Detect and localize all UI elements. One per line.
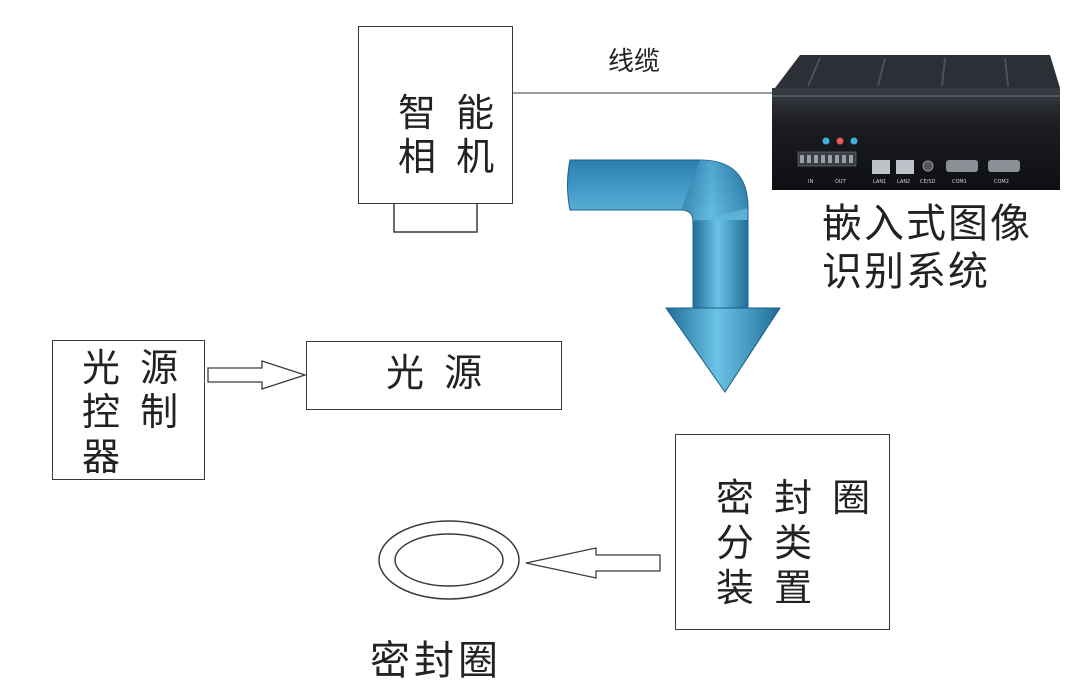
camera-box <box>358 26 513 204</box>
light-controller-box <box>52 340 205 480</box>
sorting-device-label: 密 封 圈 分 类 装 置 <box>716 476 875 610</box>
embedded-system-label: 嵌入式图像 识别系统 <box>822 201 1032 295</box>
camera-label: 智 能 相 机 <box>398 91 499 179</box>
seal-ring-inner <box>394 533 504 587</box>
arrow-controller-to-light <box>207 360 308 390</box>
svg-text:IN: IN <box>808 179 813 185</box>
flow-arrow <box>567 159 781 393</box>
svg-text:LAN1: LAN1 <box>873 179 886 185</box>
light-source-label: 光 源 <box>386 351 487 395</box>
svg-text:LAN2: LAN2 <box>897 179 910 185</box>
svg-text:OUT: OUT <box>835 179 847 185</box>
camera-lens <box>393 202 478 233</box>
light-source-box <box>306 341 562 410</box>
sorting-device-box <box>675 434 890 630</box>
light-controller-label: 光 源 控 制 器 <box>82 346 183 479</box>
svg-text:COM1: COM1 <box>952 179 967 185</box>
svg-text:CE/SD: CE/SD <box>920 179 936 185</box>
embedded-device-illustration: IN OUT LAN1 LAN2 CE/SD COM1 COM2 <box>772 55 1060 190</box>
cable-label: 线缆 <box>608 47 661 77</box>
arrow-sorter-to-ring <box>525 547 661 579</box>
seal-ring-label: 密封圈 <box>370 638 502 684</box>
svg-text:COM2: COM2 <box>994 179 1009 185</box>
